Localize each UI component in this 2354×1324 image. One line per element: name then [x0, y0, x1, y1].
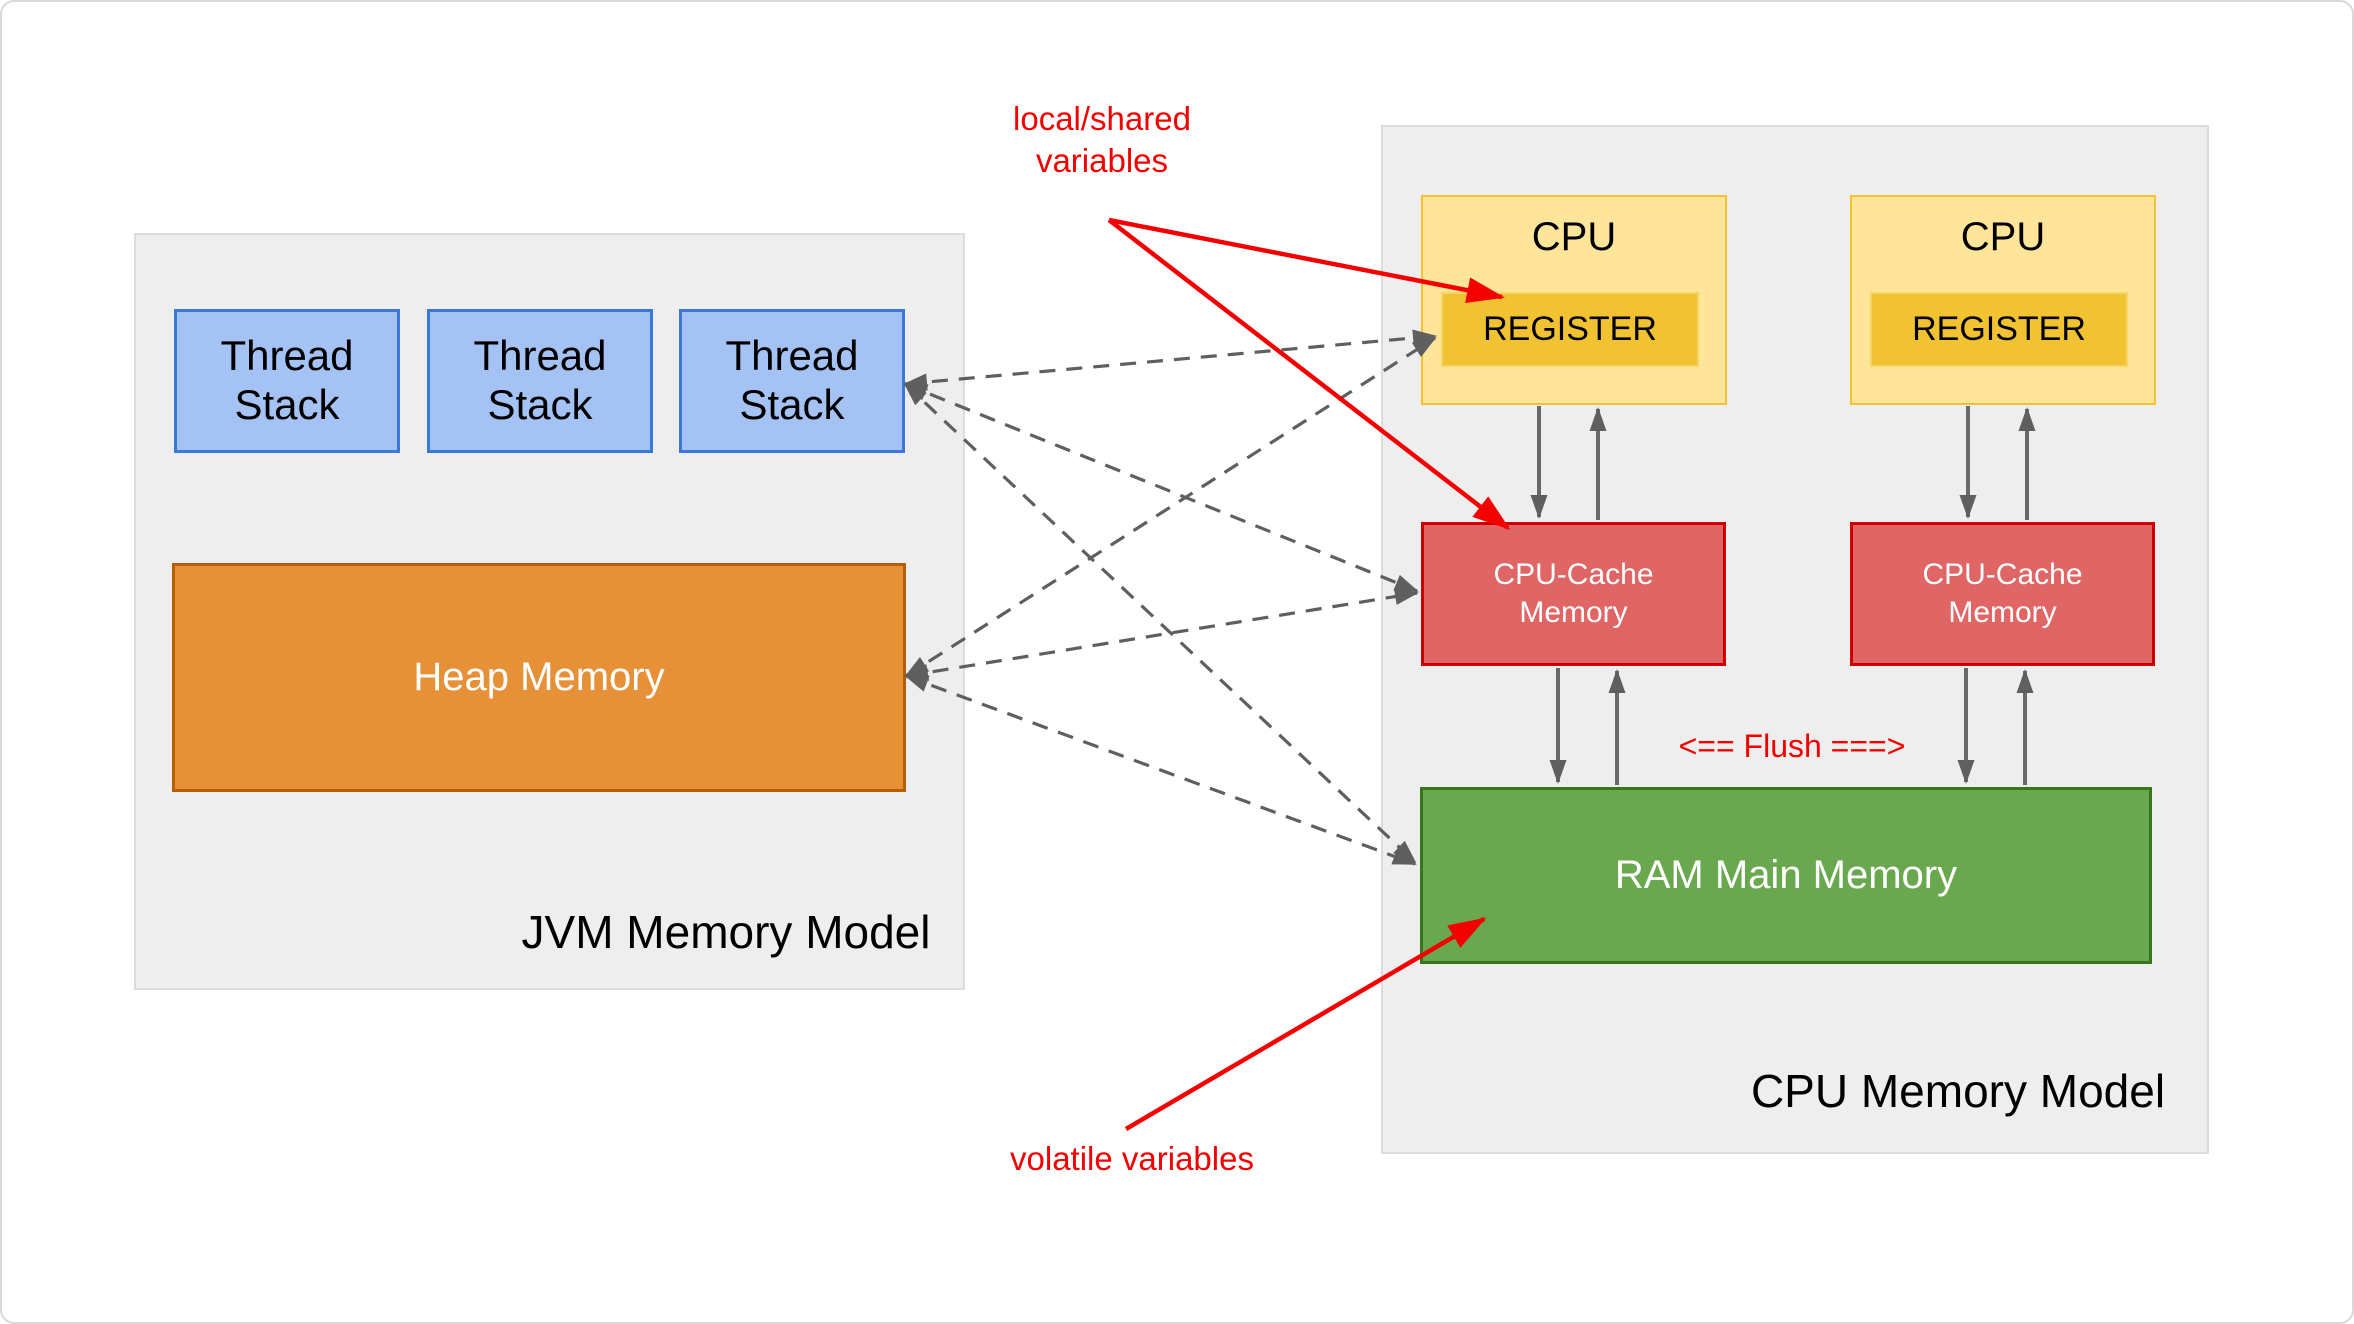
dashed-connectors — [903, 329, 1437, 866]
thread-stack-box-3: Thread Stack — [679, 309, 905, 453]
flush-annotation: <== Flush ===> — [1678, 728, 1906, 764]
heap-memory-box: Heap Memory — [172, 563, 906, 792]
local-shared-variables-annotation: local/shared variables — [1013, 100, 1191, 180]
jvm-memory-model-label: JVM Memory Model — [521, 906, 931, 958]
register-box-1: REGISTER — [1441, 292, 1699, 367]
cpu-cache-box-1: CPU-Cache Memory — [1421, 522, 1726, 666]
thread-stack-box-2: Thread Stack — [427, 309, 653, 453]
cpu-memory-model-label: CPU Memory Model — [1750, 1065, 2166, 1117]
cpu-title-1: CPU — [1531, 215, 1617, 259]
thread-stack-box-1: Thread Stack — [174, 309, 400, 453]
cpu-title-2: CPU — [1960, 215, 2046, 259]
volatile-variables-annotation: volatile variables — [1010, 1140, 1254, 1177]
register-box-2: REGISTER — [1870, 292, 2128, 367]
ram-main-memory-box: RAM Main Memory — [1420, 787, 2152, 964]
cpu-cache-box-2: CPU-Cache Memory — [1850, 522, 2155, 666]
